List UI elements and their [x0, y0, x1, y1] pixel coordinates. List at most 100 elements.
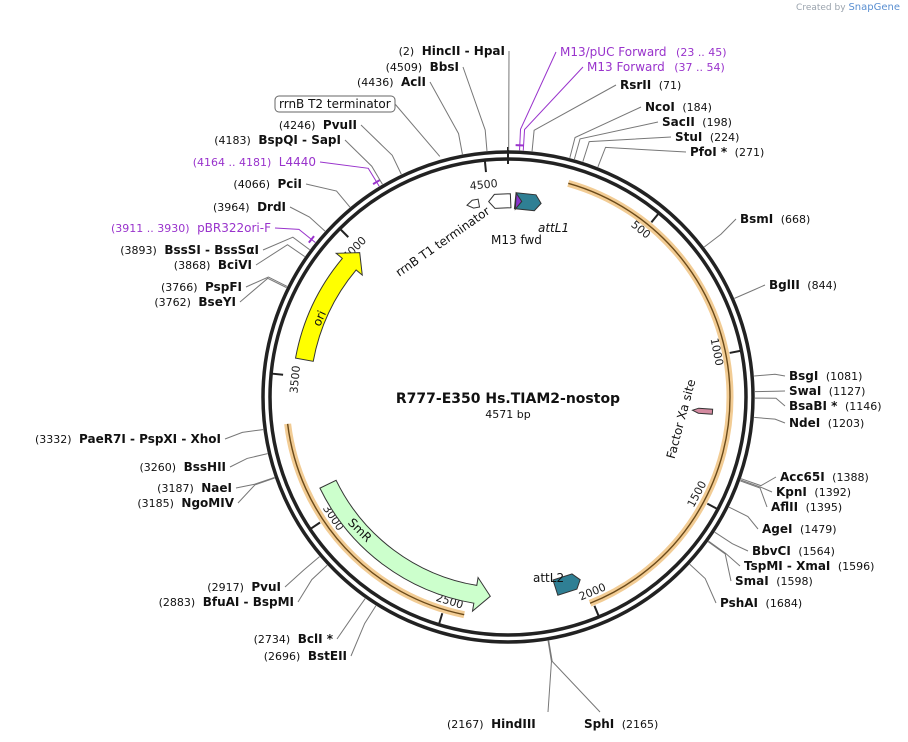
site-leader: [703, 218, 737, 248]
site-position: (3260): [140, 461, 180, 474]
site-name: BsmI: [740, 212, 773, 226]
site-leader: [462, 66, 488, 151]
tick-mark: [729, 349, 742, 354]
site-position: (1479): [796, 523, 836, 536]
site-leader: [569, 106, 642, 158]
site-leader: [754, 416, 786, 424]
site-leader: [531, 84, 617, 152]
primer-name: M13 Forward: [587, 60, 665, 74]
smr-feature: [319, 479, 491, 613]
site-label-right: StuI (224): [675, 130, 739, 144]
site-name: BciVI: [218, 258, 252, 272]
site-position: (3185): [137, 497, 177, 510]
site-leader: [239, 277, 287, 303]
site-leader: [336, 598, 366, 640]
site-label-right: SmaI (1598): [735, 574, 813, 588]
site-position: (2883): [159, 596, 199, 609]
site-name: KpnI: [776, 485, 807, 499]
site-position: (844): [804, 279, 837, 292]
site-position: (3332): [35, 433, 75, 446]
ori-feature: [294, 252, 363, 362]
site-leader: [262, 236, 311, 251]
attL2-label: attL2: [533, 571, 564, 585]
site-label-right: BsaBI * (1146): [789, 399, 882, 413]
site-label-left: (2917) PvuI: [207, 580, 281, 594]
site-name: SacII: [662, 115, 695, 129]
site-name: PspFI: [205, 280, 242, 294]
credit-prefix: Created by: [796, 3, 846, 13]
site-label-right: BsgI (1081): [789, 369, 862, 383]
rrnB-T1-feature: [488, 193, 512, 209]
site-name: BseYI: [198, 295, 236, 309]
primer-label-right: M13/pUC Forward (23 .. 45): [560, 45, 727, 59]
site-position: (1127): [825, 385, 865, 398]
site-position: (1146): [841, 400, 881, 413]
site-leader: [714, 531, 749, 552]
primer-range: (23 .. 45): [673, 46, 727, 59]
site-position: (71): [655, 79, 681, 92]
tick-mark: [309, 521, 321, 530]
site-label-right: KpnI (1392): [776, 485, 851, 499]
site-name: AgeI: [762, 522, 792, 536]
site-label-left: (3893) BssSI - BssSαI: [120, 243, 259, 257]
tick-mark: [437, 612, 444, 626]
site-leader: [305, 183, 351, 208]
primer-range: (3911 .. 3930): [111, 222, 193, 235]
primer-leader: [522, 66, 584, 151]
site-name: PvuII: [323, 118, 357, 132]
site-position: (2167): [447, 718, 487, 731]
tick-mark: [706, 502, 719, 511]
site-position: (3766): [161, 281, 201, 294]
site-position: (2165): [618, 718, 658, 731]
site-position: (271): [731, 146, 764, 159]
site-leader: [235, 476, 275, 489]
site-name: TspMI - XmaI: [744, 559, 830, 573]
plasmid-size: 4571 bp: [485, 408, 530, 421]
site-leader: [344, 139, 383, 185]
site-leader: [754, 397, 786, 407]
primer-label-left: (3911 .. 3930) pBR322ori-F: [111, 221, 271, 235]
primer-leader: [519, 51, 557, 151]
site-label-right: SwaI (1127): [789, 384, 865, 398]
site-leader: [360, 124, 402, 175]
site-leader: [547, 640, 552, 713]
site-name: BsaBI *: [789, 399, 838, 413]
site-leader: [708, 540, 741, 567]
rrnB-T2-label: rrnB T2 terminator: [279, 97, 391, 111]
site-label-right: BglII (844): [769, 278, 837, 292]
site-name: BsgI: [789, 369, 818, 383]
site-name: BbsI: [430, 60, 459, 74]
site-label-left: (3187) NaeI: [157, 481, 232, 495]
site-leader: [429, 81, 463, 155]
site-name: BssSI - BssSαI: [164, 243, 259, 257]
site-label-right: NdeI (1203): [789, 416, 864, 430]
site-position: (1203): [824, 417, 864, 430]
m13-fwd-label: M13 fwd: [491, 233, 542, 247]
site-label-left: (4246) PvuII: [279, 118, 357, 132]
site-leader: [754, 390, 786, 393]
site-label-bottom: (2167) HindIII: [447, 717, 536, 731]
site-leader: [740, 480, 768, 508]
site-position: (1684): [762, 597, 802, 610]
site-label-right: Acc65I (1388): [780, 470, 869, 484]
site-leader: [255, 244, 306, 266]
site-leader: [573, 121, 659, 160]
site-label-left: (4509) BbsI: [386, 60, 459, 74]
site-label-left: (4436) AclI: [357, 75, 426, 89]
insert-band-line: [568, 182, 731, 604]
site-name: StuI: [675, 130, 702, 144]
site-label-left: (3762) BseYI: [154, 295, 236, 309]
attL2-feature: [552, 573, 581, 596]
site-name: BstEII: [308, 649, 347, 663]
credit-brand: SnapGene: [848, 2, 900, 13]
site-label-left: (4066) PciI: [233, 177, 302, 191]
site-name: BclI *: [298, 632, 334, 646]
site-name: BglII: [769, 278, 800, 292]
site-leader: [548, 640, 601, 713]
site-label-left: (3332) PaeR7I - PspXI - XhoI: [35, 432, 221, 446]
site-leader: [284, 556, 320, 588]
site-name: PshAI: [720, 596, 758, 610]
snapgene-credit: Created by SnapGene: [796, 2, 900, 13]
site-position: (3762): [154, 296, 194, 309]
